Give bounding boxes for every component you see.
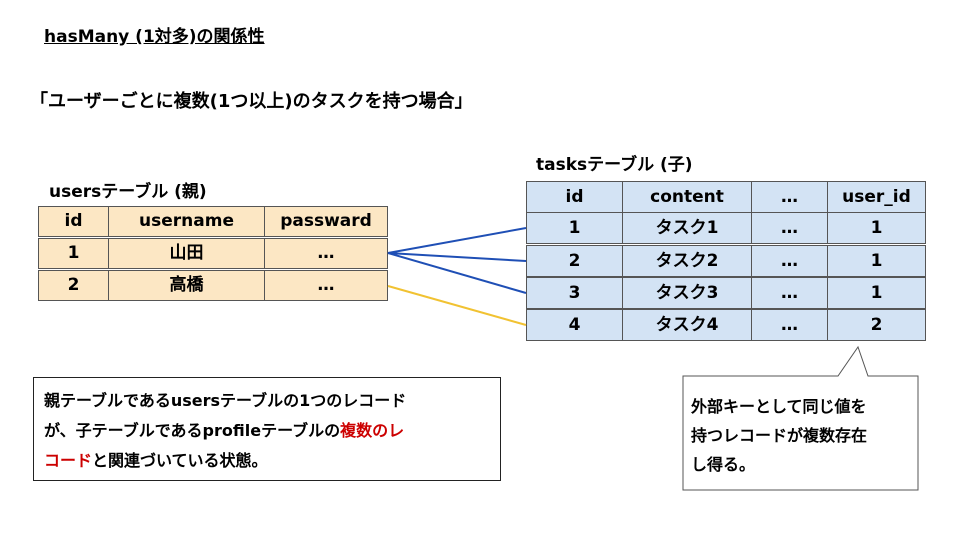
callout-line-3: し得る。 [691,455,756,474]
page-title: hasMany (1対多)の関係性 [44,27,265,47]
tasks-table-label: tasksテーブル (子) [536,155,693,175]
tasks-row1-content: タスク1 [622,212,752,244]
users-row1-id: 1 [38,238,109,269]
users-row2-username: 高橋 [108,270,265,301]
users-row1-passward: … [264,238,388,269]
tasks-header-ellipsis: … [751,181,828,213]
tasks-row1-user-id: 1 [827,212,926,244]
tasks-row3-ellipsis: … [751,277,828,309]
tasks-row2-ellipsis: … [751,245,828,277]
users-row2-passward: … [264,270,388,301]
link-user1-task3 [387,252,527,294]
tasks-header-id: id [526,181,623,213]
tasks-header-content: content [622,181,752,213]
tasks-header-user-id: user_id [827,181,926,213]
tasks-row3-id: 3 [526,277,623,309]
tasks-row3-content: タスク3 [622,277,752,309]
note-line-2: が、子テーブルであるprofileテーブルの複数のレ [44,416,490,446]
tasks-row2-id: 2 [526,245,623,277]
users-table-label: usersテーブル (親) [49,182,207,202]
callout-line-1: 外部キーとして同じ値を [691,397,867,416]
tasks-row4-ellipsis: … [751,309,828,341]
users-header-id: id [38,206,109,237]
explanation-note: 親テーブルであるusersテーブルの1つのレコード が、子テーブルであるprof… [33,377,501,481]
link-user2-task4 [387,285,527,326]
note-line-3: コードと関連づいている状態。 [44,446,490,476]
users-header-passward: passward [264,206,388,237]
tasks-row1-ellipsis: … [751,212,828,244]
tasks-row2-user-id: 1 [827,245,926,277]
note-line-3-text: と関連づいている状態。 [92,451,268,470]
tasks-row4-user-id: 2 [827,309,926,341]
tasks-row4-content: タスク4 [622,309,752,341]
page-subtitle: 「ユーザーごとに複数(1つ以上)のタスクを持つ場合」 [30,91,473,112]
users-row2-id: 2 [38,270,109,301]
callout-line-2: 持つレコードが複数存在 [691,426,868,445]
users-row1-username: 山田 [108,238,265,269]
link-user1-task2 [387,252,527,262]
note-line-1: 親テーブルであるusersテーブルの1つのレコード [44,391,407,410]
link-user1-task1 [387,227,527,254]
tasks-row2-content: タスク2 [622,245,752,277]
tasks-row3-user-id: 1 [827,277,926,309]
callout-text: 外部キーとして同じ値を 持つレコードが複数存在 し得る。 [683,392,919,479]
callout-bubble [682,345,919,491]
note-line-2-highlight: 複数のレ [340,421,405,440]
tasks-row1-id: 1 [526,212,623,244]
note-line-3-highlight: コード [44,451,93,470]
users-header-username: username [108,206,265,237]
note-line-2-text: が、子テーブルであるprofileテーブルの [44,421,341,440]
